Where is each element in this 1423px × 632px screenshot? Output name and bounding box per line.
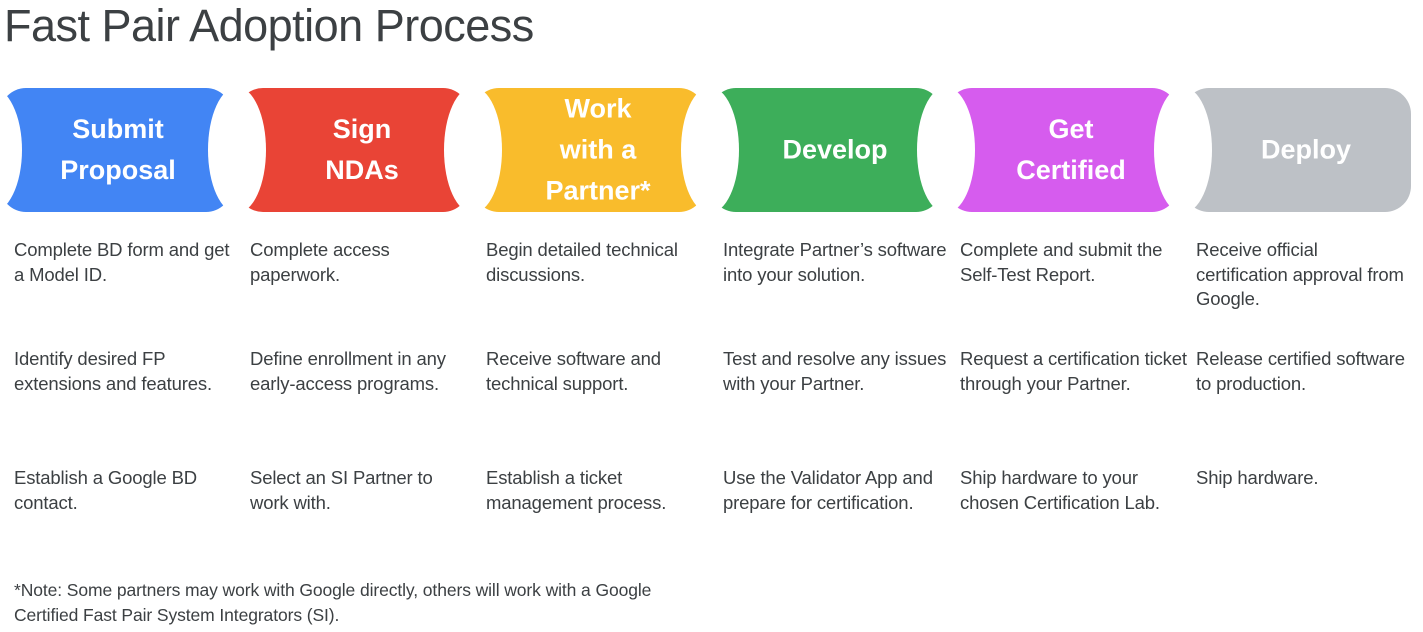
chevron-notch-shape	[917, 87, 975, 213]
stage-label: Work with a Partner*	[545, 93, 651, 206]
stage-label: Submit Proposal	[60, 114, 176, 185]
stage-detail-item: Ship hardware.	[1196, 467, 1319, 488]
stage-label: Develop	[782, 134, 888, 165]
chevron-notch-shape	[1154, 87, 1212, 213]
chevron-notch-shape	[208, 87, 266, 213]
stage-detail-item: Establish a Google BD contact.	[14, 467, 197, 513]
stage-detail-item: Ship hardware to your chosen Certificati…	[960, 467, 1160, 513]
process-stage-banner: Submit Proposal Sign NDAs Work with a Part…	[0, 87, 1423, 213]
stage-chevron-5[interactable]: Get Certified	[917, 87, 1178, 213]
stage-label: Deploy	[1260, 134, 1352, 165]
chevron-notch-shape	[681, 87, 739, 213]
stage-detail-item: Receive software and technical support.	[486, 348, 661, 394]
stage-detail-item: Test and resolve any issues with your Pa…	[723, 348, 947, 394]
stage-detail-item: Complete BD form and get a Model ID.	[14, 239, 230, 285]
stage-detail-item: Integrate Partner’s software into your s…	[723, 239, 947, 285]
stage-detail-item: Establish a ticket management process.	[486, 467, 667, 513]
stage-detail-item: Use the Validator App and prepare for ce…	[723, 467, 933, 513]
stage-detail-item: Complete and submit the Self-Test Report…	[960, 239, 1163, 285]
stage-details-grid: Complete BD form and get a Model ID. Iden…	[0, 238, 1423, 558]
stage-detail-item: Complete access paperwork.	[250, 239, 390, 285]
stage-label: Get Certified	[1016, 114, 1126, 185]
stage-chevron-6[interactable]: Deploy	[1154, 87, 1411, 213]
stage-label: Sign NDAs	[325, 114, 399, 185]
chevron-notch-shape	[444, 87, 502, 213]
stage-chevron-2[interactable]: Sign NDAs	[208, 87, 469, 213]
page-title: Fast Pair Adoption Process	[4, 0, 534, 51]
stage-detail-item: Select an SI Partner to work with.	[250, 467, 433, 513]
stage-chevron-1[interactable]: Submit Proposal	[0, 87, 232, 213]
footnote-note: *Note: Some partners may work with Googl…	[14, 580, 652, 625]
stage-chevron-3[interactable]: Work with a Partner*	[444, 87, 705, 213]
stage-detail-item: Release certified software to production…	[1196, 348, 1405, 394]
chevron-notch-shape	[0, 87, 22, 213]
stage-detail-item: Request a certification ticket through y…	[960, 348, 1187, 394]
stage-detail-item: Define enrollment in any early-access pr…	[250, 348, 446, 394]
stage-detail-item: Identify desired FP extensions and featu…	[14, 348, 212, 394]
stage-chevron-4[interactable]: Develop	[681, 87, 942, 213]
stage-detail-item: Receive official certification approval …	[1196, 239, 1404, 309]
stage-detail-item: Begin detailed technical discussions.	[486, 239, 678, 285]
